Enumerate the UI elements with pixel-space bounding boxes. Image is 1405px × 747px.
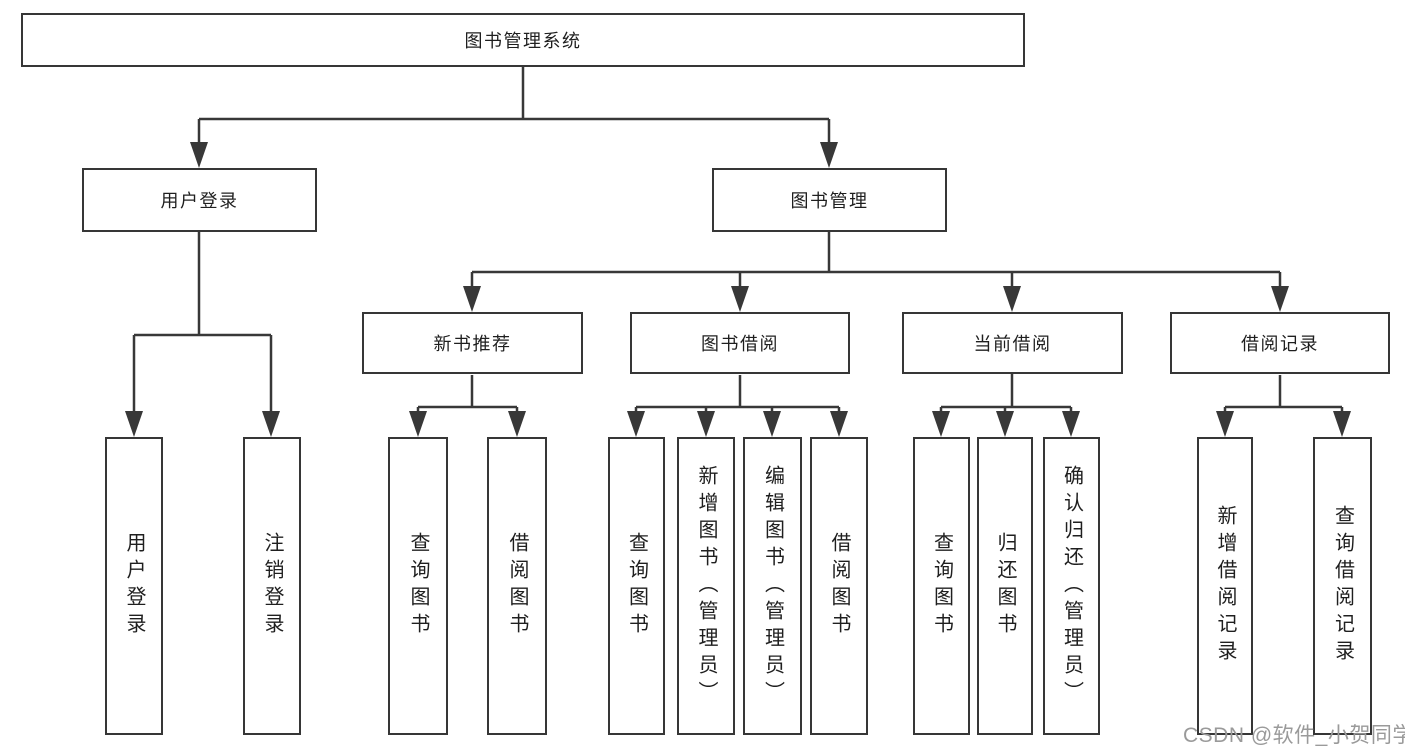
arrowhead <box>763 411 781 437</box>
leaf-borrow-books: 借阅图书 <box>810 437 868 735</box>
arrowhead <box>1216 411 1234 437</box>
leaf-user-login: 用户登录 <box>105 437 163 735</box>
node-book-management: 图书管理 <box>712 168 947 232</box>
leaf-query-borrow-record: 查询借阅记录 <box>1313 437 1372 735</box>
leaf-query-books-recommend: 查询图书 <box>388 437 448 735</box>
arrowhead <box>820 142 838 168</box>
arrowhead <box>731 286 749 312</box>
csdn-watermark: CSDN @软件_小贺同学 <box>1183 724 1405 747</box>
arrowhead <box>830 411 848 437</box>
arrowhead <box>1271 286 1289 312</box>
leaf-add-borrow-record: 新增借阅记录 <box>1197 437 1253 735</box>
arrowhead <box>125 411 143 437</box>
arrowhead <box>463 286 481 312</box>
connector-new-book-branch <box>416 375 519 412</box>
arrowhead <box>932 411 950 437</box>
node-new-book-recommend: 新书推荐 <box>362 312 583 374</box>
arrowhead <box>697 411 715 437</box>
arrowhead <box>1003 286 1021 312</box>
arrowhead <box>1062 411 1080 437</box>
leaf-confirm-return-admin: 确认归还（管理员） <box>1043 437 1100 735</box>
connector-book-management-branch <box>470 232 1282 287</box>
leaf-borrow-books-recommend: 借阅图书 <box>487 437 547 735</box>
leaf-logout: 注销登录 <box>243 437 301 735</box>
node-current-borrow: 当前借阅 <box>902 312 1123 374</box>
arrowhead <box>1333 411 1351 437</box>
leaf-return-books: 归还图书 <box>977 437 1033 735</box>
arrowhead <box>508 411 526 437</box>
leaf-edit-books-admin: 编辑图书（管理员） <box>743 437 802 735</box>
leaf-add-books-admin: 新增图书（管理员） <box>677 437 735 735</box>
node-root-system: 图书管理系统 <box>21 13 1025 67</box>
connector-root <box>197 67 831 143</box>
node-borrow-records: 借阅记录 <box>1170 312 1390 374</box>
arrowhead <box>190 142 208 168</box>
node-user-login: 用户登录 <box>82 168 317 232</box>
node-book-borrow: 图书借阅 <box>630 312 850 374</box>
leaf-query-books-current: 查询图书 <box>913 437 970 735</box>
arrowhead <box>409 411 427 437</box>
arrowhead <box>627 411 645 437</box>
arrowhead <box>996 411 1014 437</box>
arrowhead <box>262 411 280 437</box>
connector-book-borrow-branch <box>634 375 841 412</box>
connector-user-login-branch <box>132 232 273 412</box>
leaf-query-books-borrow: 查询图书 <box>608 437 665 735</box>
connector-borrow-records-branch <box>1223 375 1344 412</box>
connector-current-borrow-branch <box>939 373 1073 412</box>
